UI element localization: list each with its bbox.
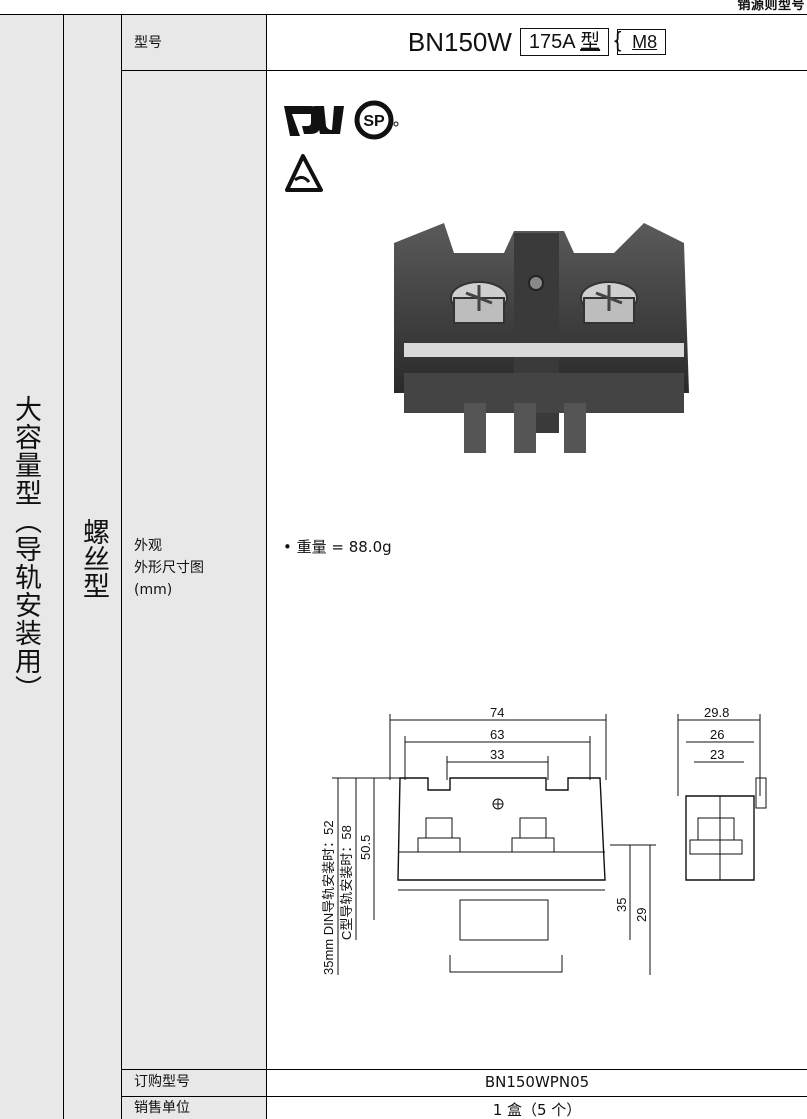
svg-text:SP: SP [363,113,385,130]
sales-unit-label: 销售单位 [134,1100,190,1116]
csa-mark-icon: SP [354,100,399,140]
dim-29: 29 [634,908,649,922]
dim-23: 23 [710,747,724,762]
header-fragment: 销源则型号 [737,0,805,13]
product-photo [394,223,689,453]
dim-33: 33 [490,747,504,762]
triangle-cert-icon [285,154,323,192]
dimension-drawing: 74 63 33 29.8 26 23 35mm DIN导轨安装时：52 C型导… [321,705,767,975]
category-column [0,14,64,1119]
appearance-label: 外观 [134,538,162,554]
dim-50-5: 50.5 [358,835,373,860]
content-column [267,14,807,1119]
sales-unit-value: 1 盒（5 个） [492,1101,582,1119]
dim-26: 26 [710,727,724,742]
dim-63: 63 [490,727,504,742]
dimension-label: 外形尺寸图 [134,560,204,576]
screw-size: M8 [632,32,658,52]
row-divider [122,70,807,71]
model-title: BN150W 175A 型 { M8 [267,14,807,70]
label-column [122,14,267,1119]
dim-29-8: 29.8 [704,705,729,720]
row-divider [122,1069,807,1070]
subcategory-column [64,14,122,1119]
weight-text: • 重量 = 88.0g [283,538,392,556]
din-height-label: 35mm DIN导轨安装时：52 [321,820,336,975]
dim-74: 74 [490,705,504,720]
rating-box: 175A 型 [519,28,610,56]
category-label: 大容量型（导轨安装用） [10,395,41,703]
screw-box: { M8 [614,27,667,55]
ul-mark-icon [284,106,344,136]
model-label: 型号 [134,35,162,51]
brace-icon: { [614,27,622,52]
dim-35: 35 [614,898,629,912]
subcategory-label: 螺丝型 [78,518,109,599]
order-number-value: BN150WPN05 [484,1073,590,1091]
rating-value: 175A [528,31,575,53]
rating-suffix: 型 [580,31,601,53]
row-divider [122,1096,807,1097]
model-name: BN150W [407,26,512,57]
unit-label: (mm) [134,582,173,598]
order-number-label: 订购型号 [134,1074,190,1090]
c-rail-height-label: C型导轨安装时：58 [339,825,354,940]
